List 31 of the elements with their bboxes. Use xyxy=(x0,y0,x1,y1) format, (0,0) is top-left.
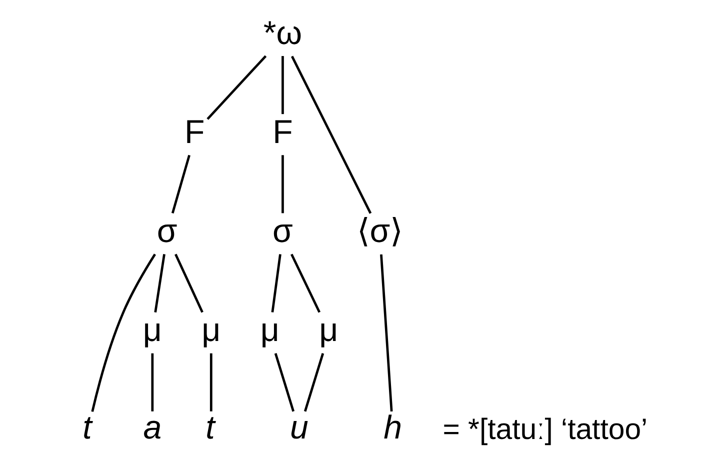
node-text: t xyxy=(82,408,92,446)
node-text: μ xyxy=(142,311,162,348)
node-text: σ xyxy=(272,212,292,250)
node-text: F xyxy=(184,112,204,150)
connector xyxy=(154,254,165,312)
connector xyxy=(281,155,284,214)
node-text: σ xyxy=(156,212,177,250)
connector xyxy=(290,254,320,313)
node-text: h xyxy=(383,408,402,446)
connector xyxy=(209,353,212,412)
node-text: a xyxy=(142,408,162,446)
node-text: μ xyxy=(260,311,279,348)
connector xyxy=(281,56,284,114)
connector xyxy=(174,254,203,313)
connector xyxy=(274,352,294,412)
connector xyxy=(380,254,392,412)
node-text: t xyxy=(205,408,214,446)
label: = *[tatuː] ‘tattoo’ xyxy=(442,413,648,446)
node-text: u xyxy=(290,408,308,446)
connector xyxy=(90,254,156,412)
connector xyxy=(206,55,266,120)
connector xyxy=(290,56,372,214)
node-text: μ xyxy=(318,311,338,348)
node-text: μ xyxy=(201,311,220,348)
node-text: ⟨σ⟩ xyxy=(356,212,403,250)
connector xyxy=(150,353,154,412)
node-text: *ω xyxy=(262,14,302,51)
connector xyxy=(270,254,281,312)
connector xyxy=(303,352,324,412)
node-text: F xyxy=(272,112,292,150)
connector xyxy=(170,154,190,214)
